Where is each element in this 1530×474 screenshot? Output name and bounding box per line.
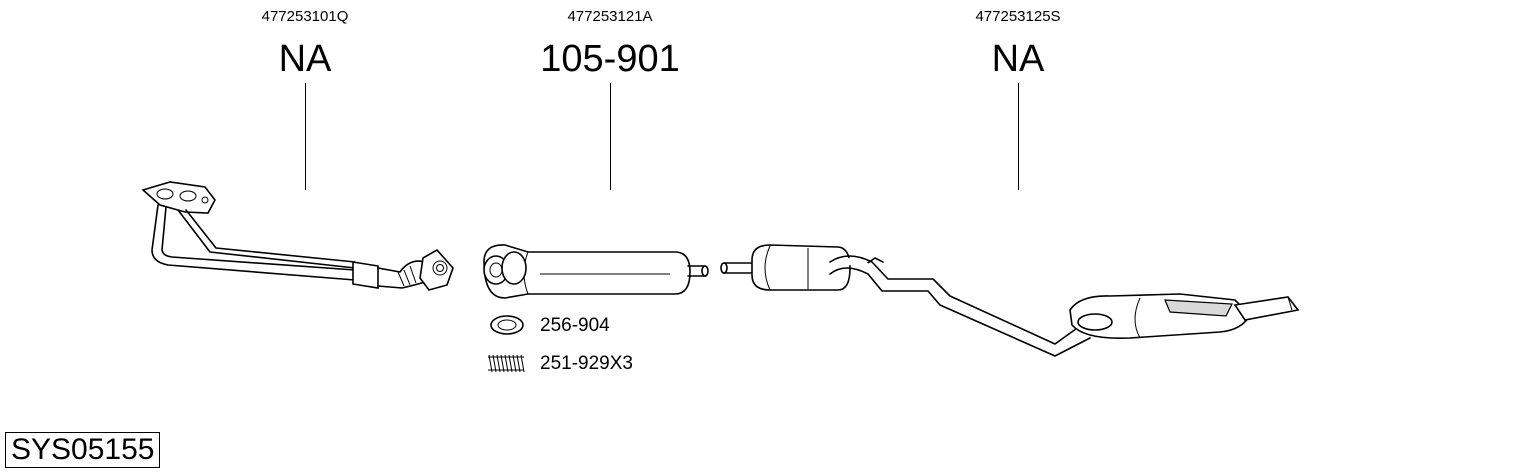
leader-line-front-pipe [305,83,306,190]
gasket-ring-icon [490,315,524,335]
part-number-front-pipe[interactable]: NA [278,38,332,80]
oe-number-front-pipe: 477253101Q [261,8,349,25]
leader-line-rear-muffler [1018,83,1019,190]
oe-number-rear-muffler: 477253125S [975,8,1061,25]
part-number-rear-muffler[interactable]: NA [991,38,1045,80]
oe-number-center-muffler: 477253121A [567,8,653,25]
spring-icon [488,354,525,373]
front-pipe-drawing[interactable] [141,181,454,291]
leader-line-center-muffler [610,83,611,190]
accessory-code-spring[interactable]: 251-929X3 [540,353,633,374]
part-number-center-muffler[interactable]: 105-901 [540,38,680,80]
accessory-code-gasket[interactable]: 256-904 [540,315,610,336]
system-code-box: SYS05155 [5,432,161,468]
center-muffler-drawing[interactable] [483,244,709,299]
rear-muffler-drawing[interactable] [720,244,1300,357]
